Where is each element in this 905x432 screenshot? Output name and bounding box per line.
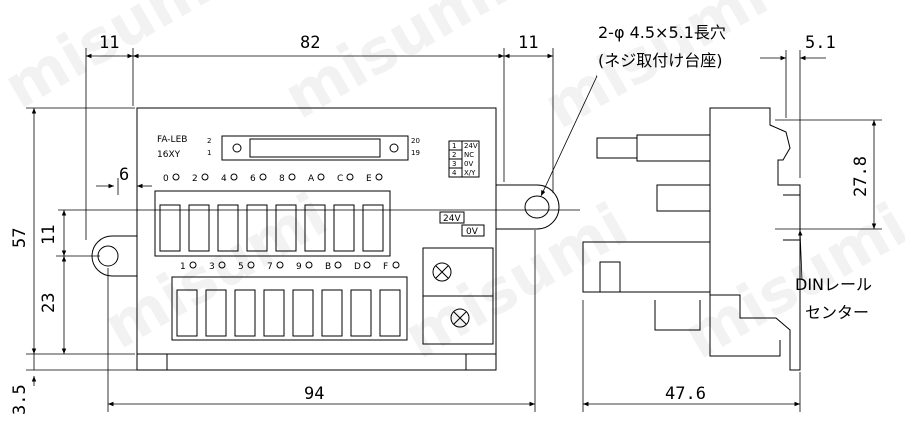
din-rail-label: DINレール — [795, 275, 872, 294]
front-view — [58, 107, 580, 371]
side-terminal-upper — [656, 184, 711, 212]
dim-94: 94 — [304, 384, 324, 404]
bottom-terminals — [171, 276, 408, 341]
dim-27-8: 27.8 — [851, 156, 871, 197]
bottom-terminal-label: 1 — [180, 262, 186, 272]
connector-screw-left — [232, 143, 242, 153]
model-label: FA-LEB — [157, 135, 187, 145]
top-terminal-label: 6 — [250, 174, 256, 184]
power-label-24v: 24V — [443, 214, 461, 224]
pin-label: 1 — [207, 149, 211, 157]
front-body-outline — [136, 107, 497, 355]
side-terminal-detail — [654, 300, 701, 331]
din-rail-center-label: センター — [805, 303, 869, 322]
power-screw-top — [432, 262, 452, 282]
connector-screw-right — [389, 143, 399, 153]
label-0v-box — [461, 224, 485, 237]
side-housing — [709, 107, 801, 371]
power-screw-bottom — [450, 308, 470, 328]
side-terminal-lower — [582, 241, 711, 293]
hole-spec: 2-φ 4.5×5.1長穴 — [598, 23, 726, 42]
side-lower-body — [709, 295, 781, 357]
left-mount-hole — [97, 245, 119, 267]
dim-11-left: 11 — [99, 33, 119, 53]
watermark-text: misumi — [273, 0, 520, 133]
legend-index: 2 — [452, 151, 456, 159]
dim-23: 23 — [39, 293, 59, 313]
side-connector-pin — [596, 137, 638, 159]
bottom-terminal-label: D — [354, 262, 361, 272]
front-dimension-labels: 11 82 11 6 57 11 23 3.5 94 — [10, 33, 538, 415]
top-terminal-label: E — [366, 174, 372, 184]
power-label-0v: 0V — [466, 227, 479, 237]
top-terminals — [154, 190, 391, 257]
foot-right — [465, 353, 497, 371]
bottom-terminal-label: F — [383, 262, 388, 272]
side-terminal-detail — [599, 261, 621, 292]
foot-left — [136, 353, 168, 371]
legend-value: 0V — [464, 160, 473, 168]
side-dimension-labels: 5.1 27.8 47.6 DINレール センター — [665, 33, 872, 404]
top-terminal-label: 4 — [221, 174, 227, 184]
hole-spec-note: (ネジ取付け台座) — [598, 51, 723, 70]
label-24v-box — [439, 211, 465, 224]
dim-82: 82 — [300, 33, 320, 53]
right-mount-hole — [524, 195, 550, 219]
legend-index: 1 — [452, 142, 456, 150]
side-connector — [636, 134, 711, 162]
bottom-terminal-label: 7 — [267, 262, 273, 272]
pin-label: 20 — [411, 137, 420, 145]
top-terminal-label: C — [337, 174, 343, 184]
front-view-labels: FA-LEB 16XY 2 1 20 19 1 2 3 4 24V NC 0V … — [157, 135, 479, 272]
hole-note: 2-φ 4.5×5.1長穴 (ネジ取付け台座) — [598, 23, 726, 70]
side-view — [582, 107, 882, 371]
pin-label: 19 — [411, 149, 420, 157]
top-terminal-label: 2 — [192, 174, 198, 184]
dim-57: 57 — [10, 228, 30, 248]
right-mount-ear — [496, 184, 560, 230]
pin-label: 2 — [207, 137, 211, 145]
legend-index: 3 — [452, 160, 456, 168]
dim-11-vertical: 11 — [39, 225, 59, 245]
dim-47-6: 47.6 — [665, 384, 706, 404]
dim-5-1: 5.1 — [805, 33, 836, 53]
bottom-terminal-label: 5 — [238, 262, 244, 272]
flat-cable-connector — [221, 135, 409, 161]
legend-index: 4 — [452, 169, 457, 177]
bottom-led-indicators — [189, 261, 400, 269]
connector-pin-area — [249, 138, 381, 158]
dim-3-5: 3.5 — [10, 384, 30, 415]
legend-value: X/Y — [464, 169, 476, 177]
top-terminal-label: A — [308, 174, 315, 184]
dim-6: 6 — [119, 165, 129, 185]
model-suffix: 16XY — [157, 150, 181, 160]
bottom-terminal-label: 3 — [209, 262, 215, 272]
legend-value: 24V — [464, 142, 478, 150]
bottom-terminal-label: B — [325, 262, 331, 272]
legend-value: NC — [464, 151, 474, 159]
top-terminal-label: 0 — [163, 174, 169, 184]
watermark-text: misumi — [0, 0, 239, 123]
side-dimensions — [582, 50, 877, 412]
watermark-text: misumi — [533, 0, 780, 143]
bottom-terminal-label: 9 — [296, 262, 302, 272]
watermark-text: misumi — [393, 190, 640, 373]
top-led-indicators — [172, 173, 383, 181]
dim-11-right: 11 — [518, 33, 538, 53]
front-dimensions — [26, 48, 598, 412]
top-terminal-label: 8 — [279, 174, 285, 184]
